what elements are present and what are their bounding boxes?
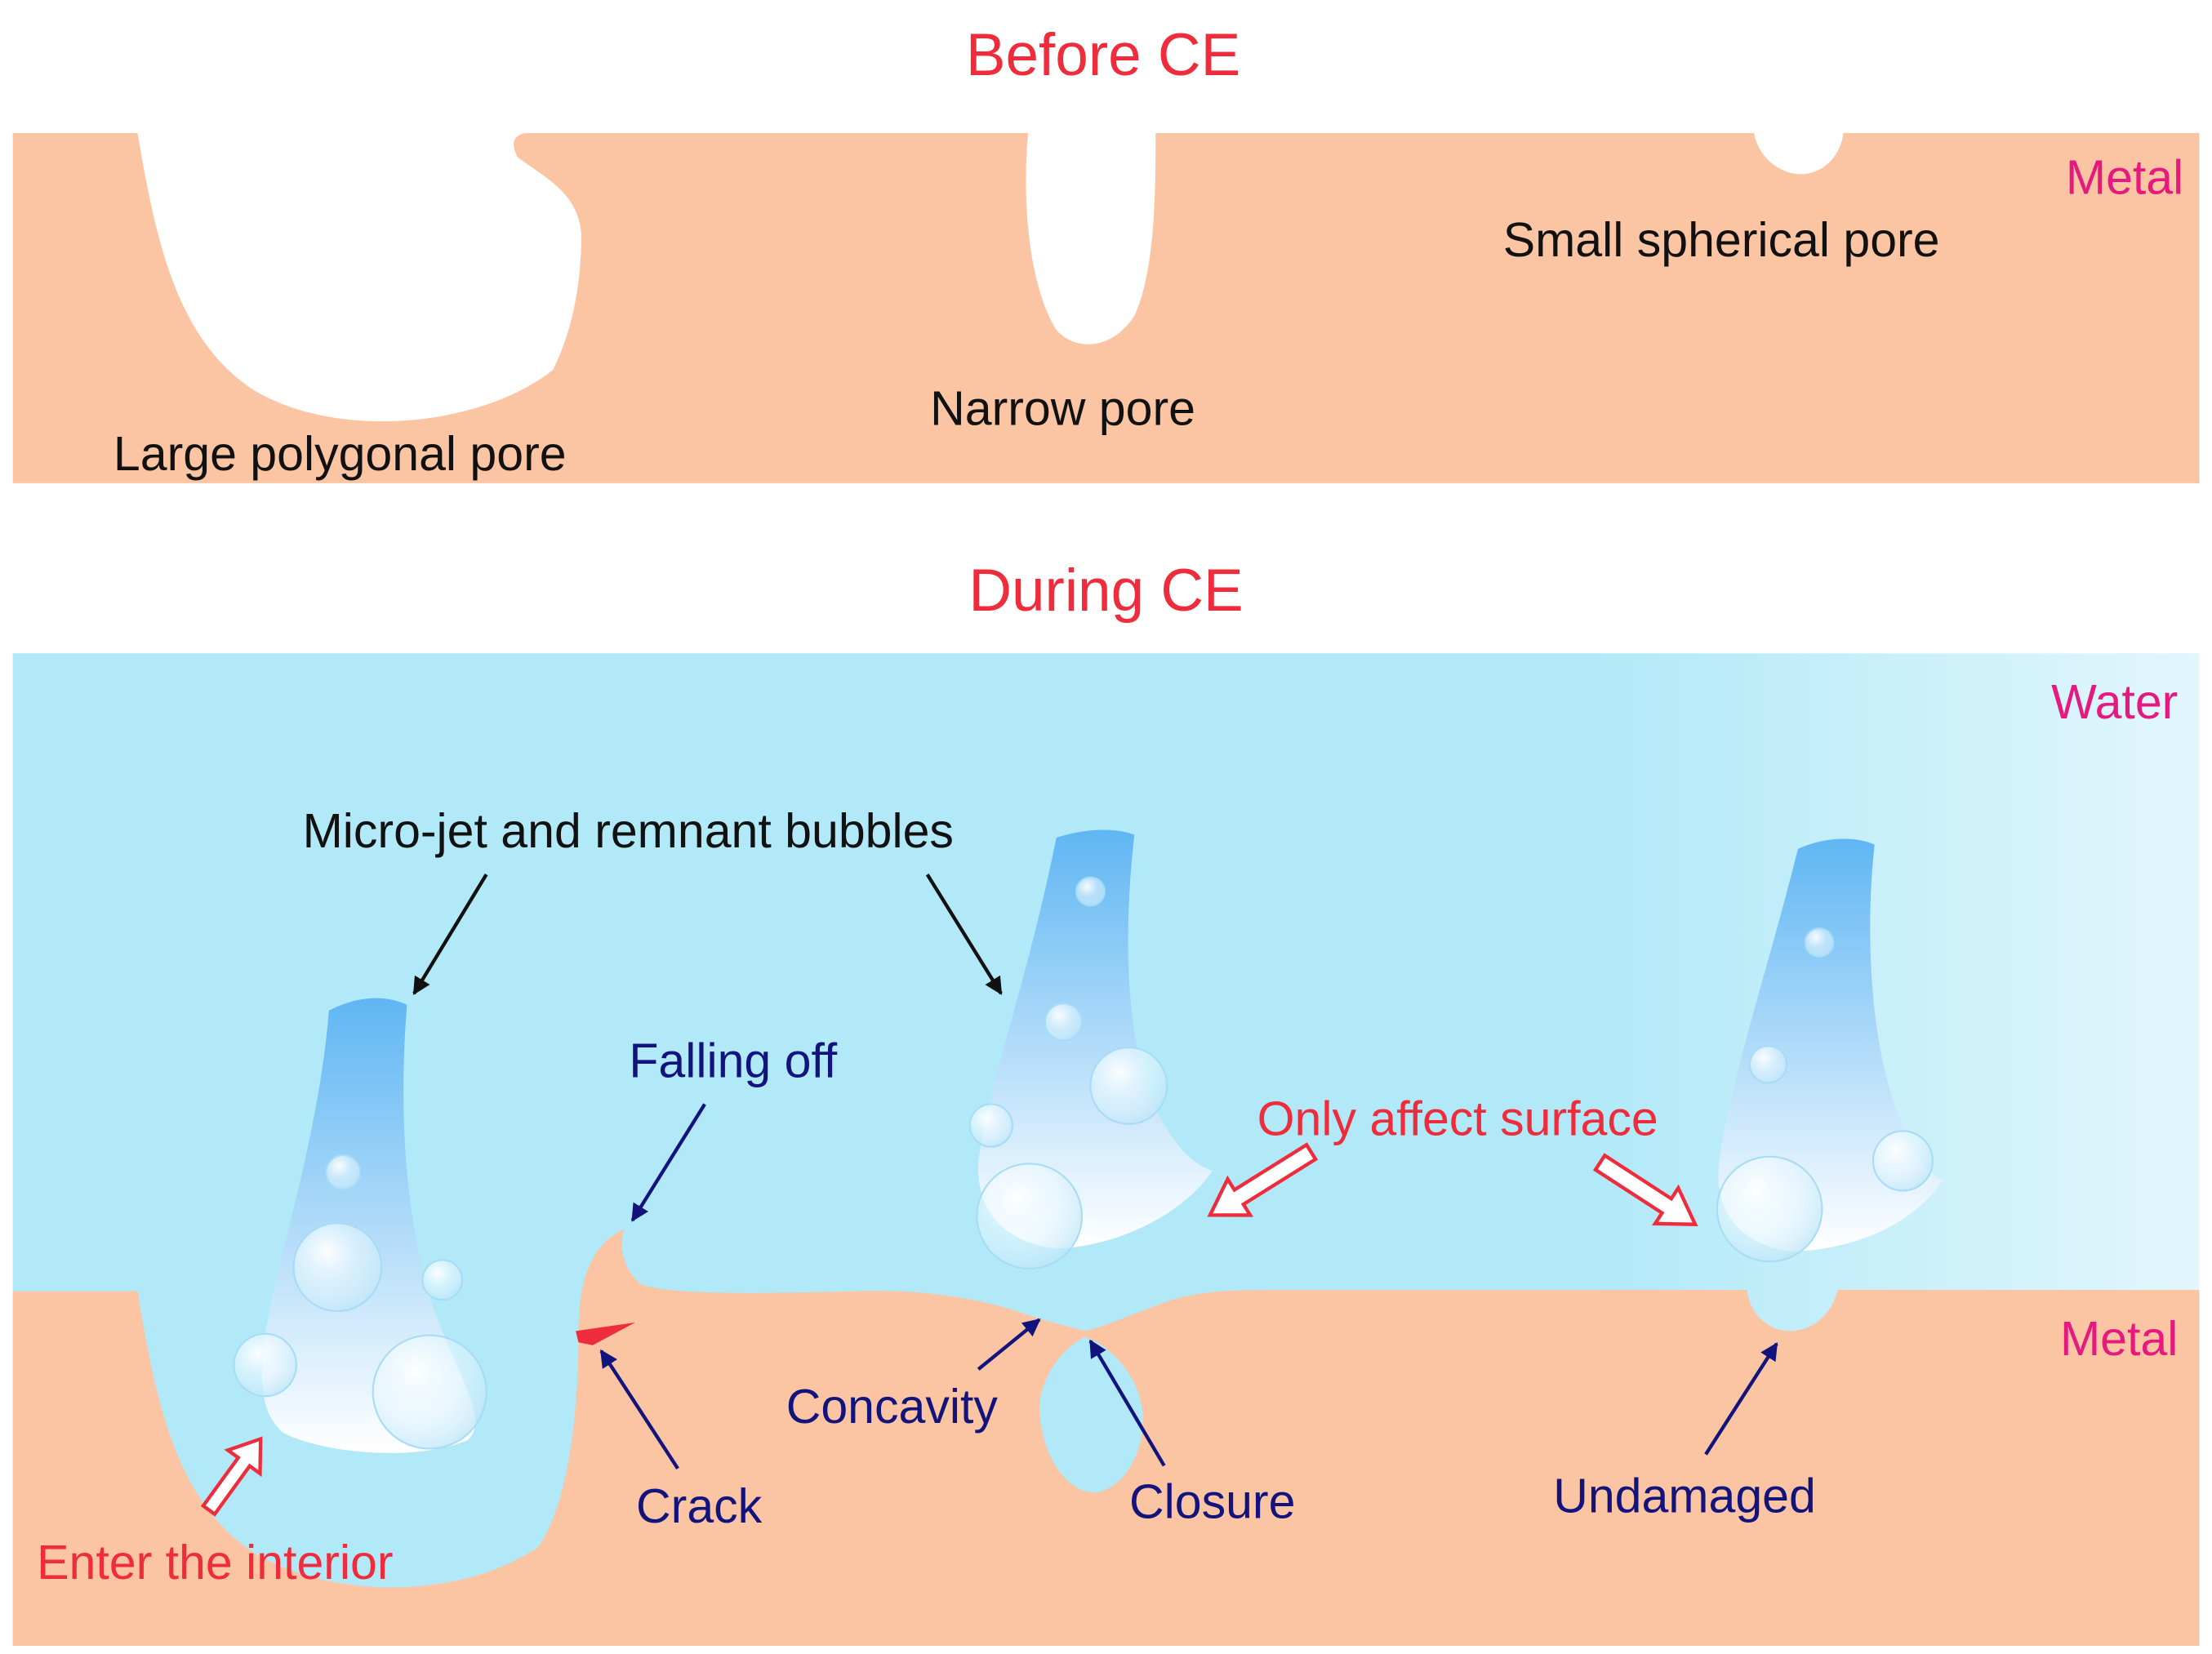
microjet-arrow-left — [412, 874, 488, 995]
falling-off-arrow — [630, 1103, 706, 1222]
bubble — [1716, 1155, 1823, 1263]
hollow-arrow-surface-right — [1592, 1153, 1698, 1226]
large-pore-label: Large polygonal pore — [113, 427, 567, 481]
concavity-label: Concavity — [786, 1380, 999, 1434]
hollow-arrow-enter-interior — [200, 1436, 263, 1517]
bubble — [1748, 1045, 1788, 1084]
crack-mark — [576, 1322, 635, 1345]
narrow-pore-label: Narrow pore — [930, 382, 1195, 436]
before-title: Before CE — [966, 22, 1240, 88]
bubble — [1044, 1003, 1084, 1042]
only-surface-label: Only affect surface — [1257, 1092, 1658, 1146]
crack-label: Crack — [636, 1479, 763, 1533]
bubble — [233, 1332, 297, 1398]
during-title: During CE — [968, 558, 1243, 624]
hollow-arrow-surface-middle — [1207, 1142, 1319, 1217]
bubble — [1804, 927, 1835, 958]
bubble — [325, 1154, 362, 1190]
bubble — [292, 1222, 383, 1313]
bubble — [1075, 876, 1106, 907]
during-material-label: Metal — [2060, 1312, 2178, 1366]
bubble — [1089, 1046, 1168, 1125]
enter-interior-label: Enter the interior — [37, 1536, 393, 1590]
bubble — [372, 1334, 487, 1450]
microjet-label: Micro-jet and remnant bubbles — [303, 804, 954, 858]
before-material-label: Metal — [2066, 151, 2183, 205]
closure-label: Closure — [1129, 1475, 1295, 1529]
water-label: Water — [2051, 675, 2178, 729]
concavity-arrow — [977, 1318, 1041, 1371]
bubble — [421, 1259, 464, 1301]
microjet-middle — [977, 829, 1213, 1249]
falling-off-label: Falling off — [629, 1034, 837, 1087]
bubble — [968, 1103, 1013, 1148]
before-metal-strip — [12, 132, 2200, 483]
undamaged-arrow — [1704, 1342, 1778, 1456]
microjet-arrow-middle — [925, 874, 1003, 995]
undamaged-label: Undamaged — [1553, 1469, 1816, 1523]
bubble — [976, 1163, 1084, 1269]
bubble — [1872, 1130, 1934, 1192]
crack-arrow — [599, 1349, 679, 1469]
small-pore-label: Small spherical pore — [1503, 213, 1940, 267]
remnant-bubbles — [233, 876, 1934, 1450]
closure-pocket — [1039, 1336, 1143, 1493]
closure-arrow — [1088, 1339, 1166, 1467]
